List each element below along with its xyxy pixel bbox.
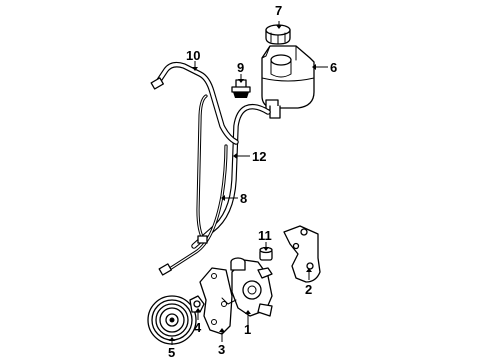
pressure-switch [231,79,251,98]
shaft-nut [189,295,205,313]
callout-8: 8 [240,191,247,206]
callout-7: 7 [275,3,282,18]
reservoir-cap [265,24,291,45]
leader-arrowheads [169,25,316,341]
callout-9: 9 [237,60,244,75]
pump-shield-plate [199,267,233,335]
pressure-line [158,94,228,276]
pump-pulley [147,295,197,345]
callout-labels: 7 6 9 10 12 8 11 2 1 3 4 5 [168,3,337,360]
callout-11: 11 [258,228,272,243]
callout-3: 3 [218,342,225,357]
callout-2: 2 [305,282,312,297]
callout-10: 10 [186,48,200,63]
return-hose [191,103,271,249]
callout-12: 12 [252,149,266,164]
callout-1: 1 [244,322,251,337]
callout-6: 6 [330,60,337,75]
pump-bracket [283,225,321,283]
callout-4: 4 [194,320,202,335]
reservoir [261,45,315,119]
upper-hose [150,61,239,145]
power-steering-pump [221,257,273,317]
callout-5: 5 [168,345,175,360]
